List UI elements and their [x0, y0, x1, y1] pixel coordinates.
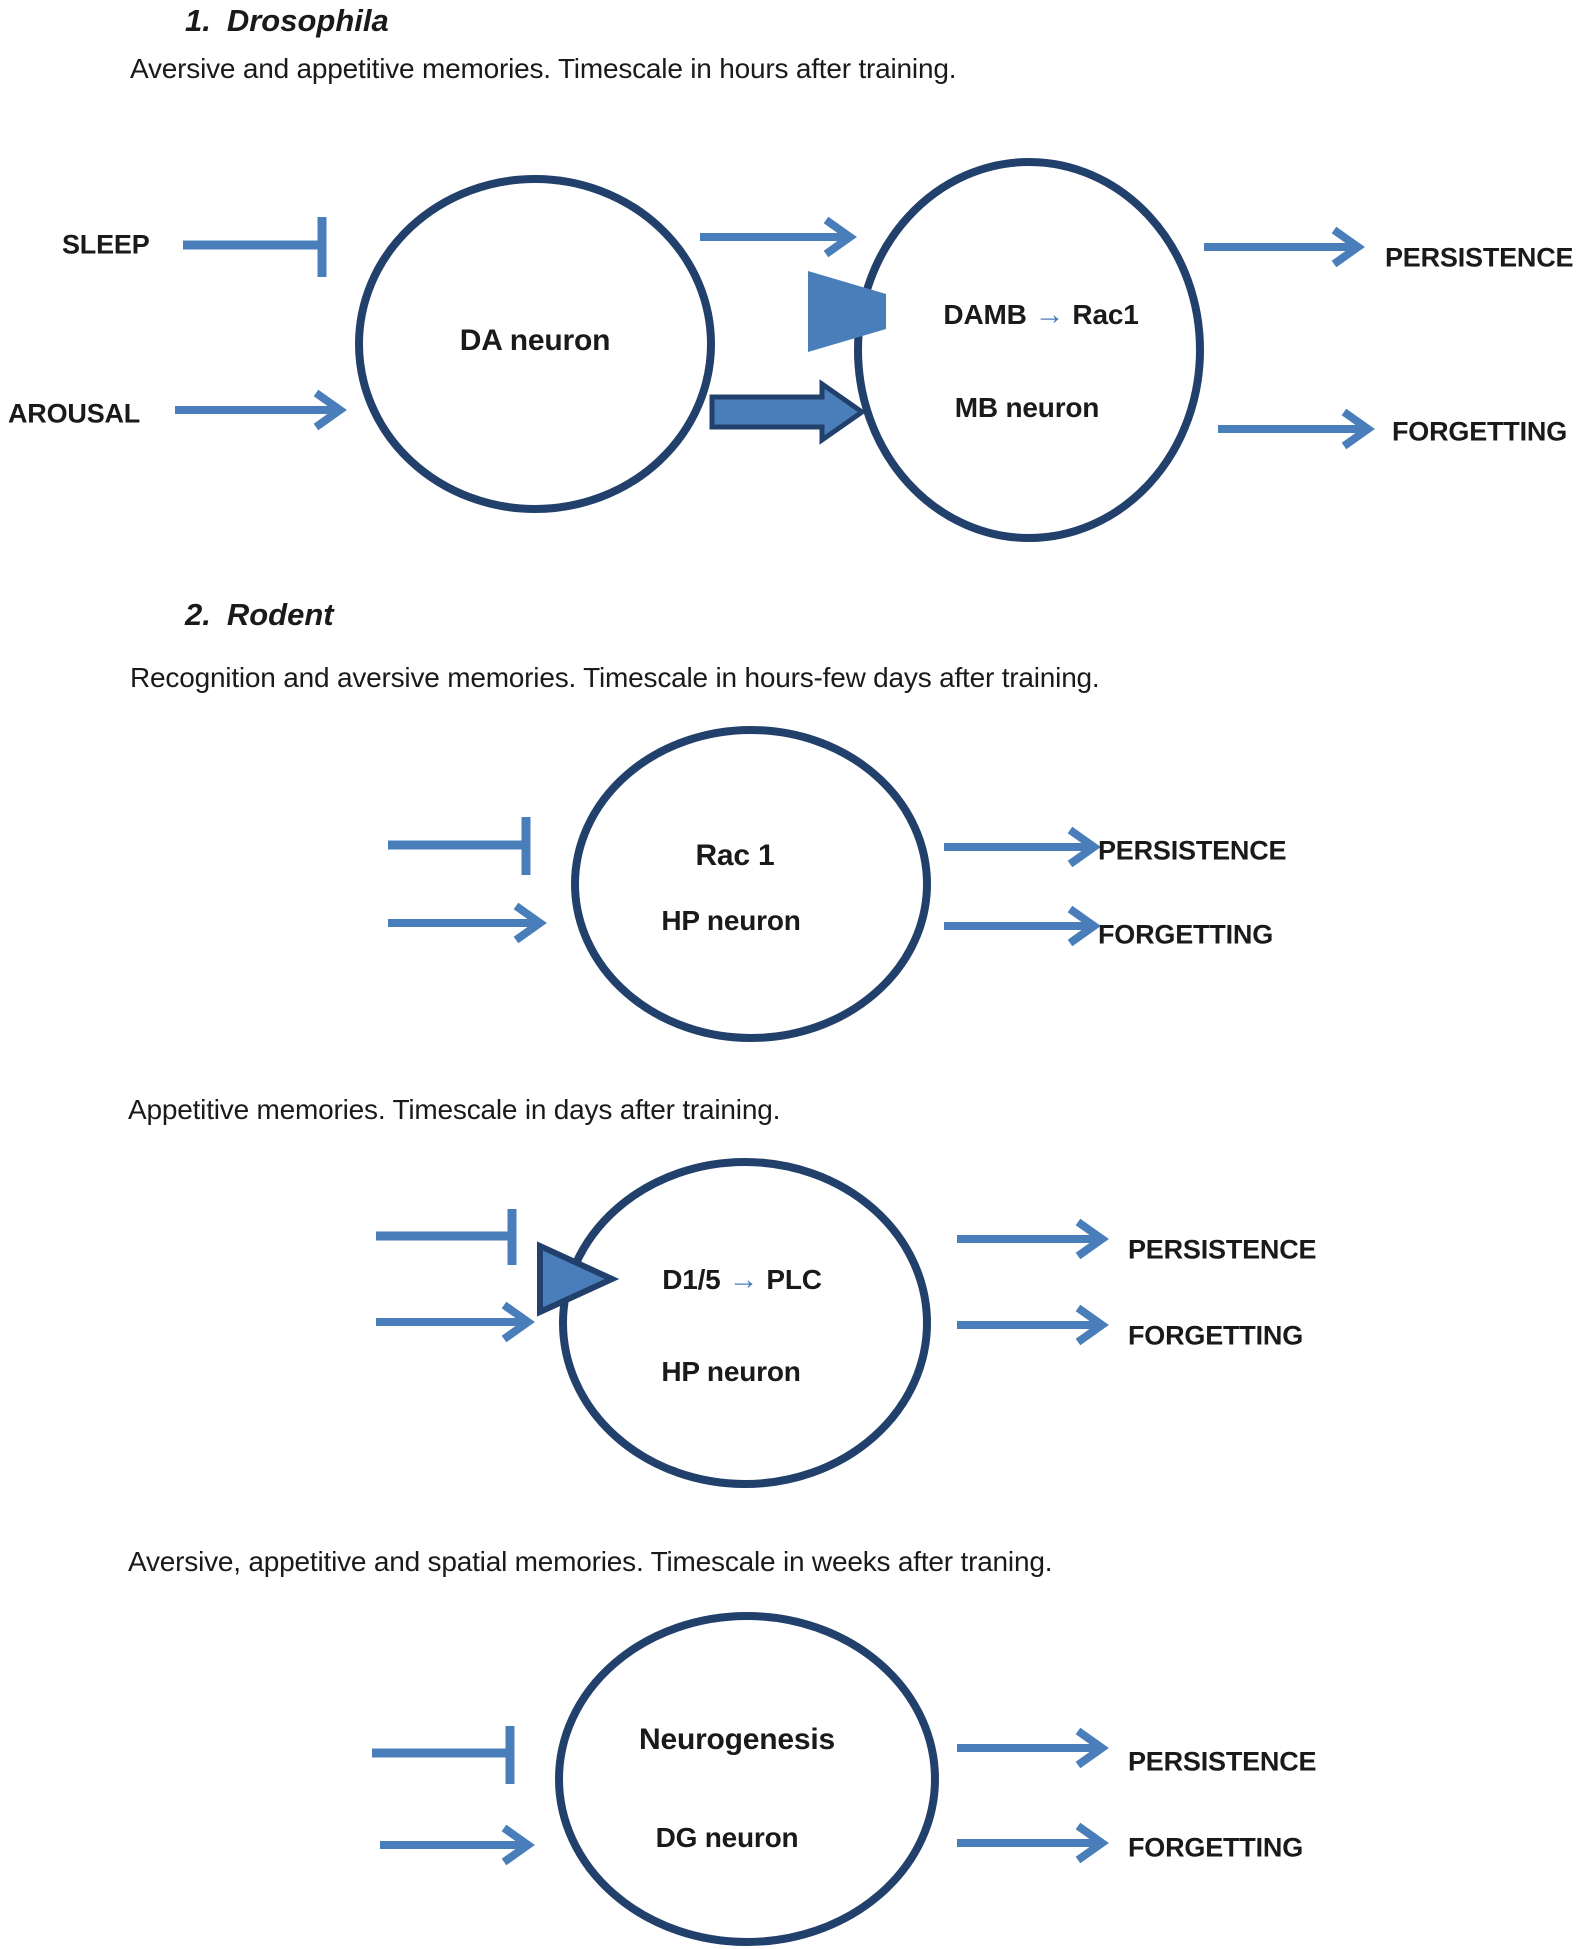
sleep-inhibit-tbar-icon	[183, 217, 327, 277]
damb-rac1-pathway: DAMB→Rac1	[943, 298, 1138, 332]
d3-forgetting-arrow-icon	[957, 1304, 1109, 1346]
section1-title: 1. Drosophila	[185, 3, 389, 39]
damb-label: DAMB	[943, 299, 1027, 330]
d4-forgetting-label: FORGETTING	[1128, 1832, 1303, 1863]
d15-plc-pathway: D1/5→PLC	[662, 1263, 822, 1297]
arousal-arrow-icon	[175, 389, 347, 431]
rac1-molecule-label: Rac 1	[695, 839, 775, 872]
d3-inhibit-tbar-icon	[376, 1209, 517, 1265]
d4-input-arrow-icon	[380, 1824, 535, 1866]
d1-persistence-arrow-icon	[1204, 226, 1365, 268]
dg-neuron-label: DG neuron	[655, 1822, 799, 1853]
rac1-label: Rac1	[1072, 299, 1139, 330]
d3-forgetting-label: FORGETTING	[1128, 1320, 1303, 1351]
d3-persistence-arrow-icon	[957, 1218, 1109, 1260]
hp-neuron-circle-1	[571, 726, 931, 1042]
section1-number: 1.	[185, 3, 211, 38]
d1-forgetting-arrow-icon	[1218, 408, 1375, 450]
section2-subtitle2: Appetitive memories. Timescale in days a…	[128, 1094, 781, 1125]
section1-subtitle: Aversive and appetitive memories. Timesc…	[130, 53, 957, 84]
d4-inhibit-tbar-icon	[372, 1726, 515, 1784]
hp-neuron-label-1: HP neuron	[661, 905, 801, 936]
dg-neuron-circle	[555, 1612, 939, 1946]
section1-name: Drosophila	[226, 3, 389, 38]
d1-forgetting-label: FORGETTING	[1392, 416, 1567, 447]
da-neuron-circle	[355, 175, 715, 513]
d2-inhibit-tbar-icon	[388, 817, 531, 875]
d4-forgetting-arrow-icon	[957, 1822, 1109, 1864]
sleep-label: SLEEP	[62, 229, 150, 260]
section2-title: 2. Rodent	[185, 597, 334, 633]
d2-input-arrow-icon	[388, 902, 547, 944]
section2-name: Rodent	[226, 597, 334, 632]
d2-forgetting-arrow-icon	[944, 905, 1101, 947]
d2-persistence-label: PERSISTENCE	[1098, 835, 1287, 866]
damb-to-rac1-arrow-icon: →	[1034, 298, 1065, 331]
d15-to-plc-arrow-icon: →	[728, 1263, 759, 1296]
neurogenesis-label: Neurogenesis	[639, 1723, 835, 1756]
hp-neuron-label-2: HP neuron	[661, 1356, 801, 1387]
hp-neuron-circle-2	[559, 1158, 931, 1488]
da-neuron-label: DA neuron	[459, 324, 611, 357]
receptor-triangle-icon	[537, 1241, 620, 1317]
section2-subtitle3: Aversive, appetitive and spatial memorie…	[128, 1546, 1053, 1577]
d1-persistence-label: PERSISTENCE	[1385, 242, 1574, 273]
plc-label: PLC	[766, 1264, 822, 1295]
d3-input-arrow-icon	[376, 1301, 535, 1343]
section2-subtitle1: Recognition and aversive memories. Times…	[130, 662, 1100, 693]
mb-neuron-label: MB neuron	[954, 392, 1100, 423]
da-to-mb-arrow-icon	[700, 216, 857, 258]
d4-persistence-label: PERSISTENCE	[1128, 1746, 1317, 1777]
d15-label: D1/5	[662, 1264, 721, 1295]
d2-persistence-arrow-icon	[944, 826, 1101, 868]
section2-number: 2.	[185, 597, 211, 632]
d3-persistence-label: PERSISTENCE	[1128, 1234, 1317, 1265]
d2-forgetting-label: FORGETTING	[1098, 919, 1273, 950]
arousal-label: AROUSAL	[8, 398, 141, 429]
mb-neuron-circle	[854, 158, 1204, 542]
d4-persistence-arrow-icon	[957, 1727, 1109, 1769]
block-arrow-icon	[709, 379, 867, 445]
synapse-trapezoid-icon	[808, 271, 886, 352]
